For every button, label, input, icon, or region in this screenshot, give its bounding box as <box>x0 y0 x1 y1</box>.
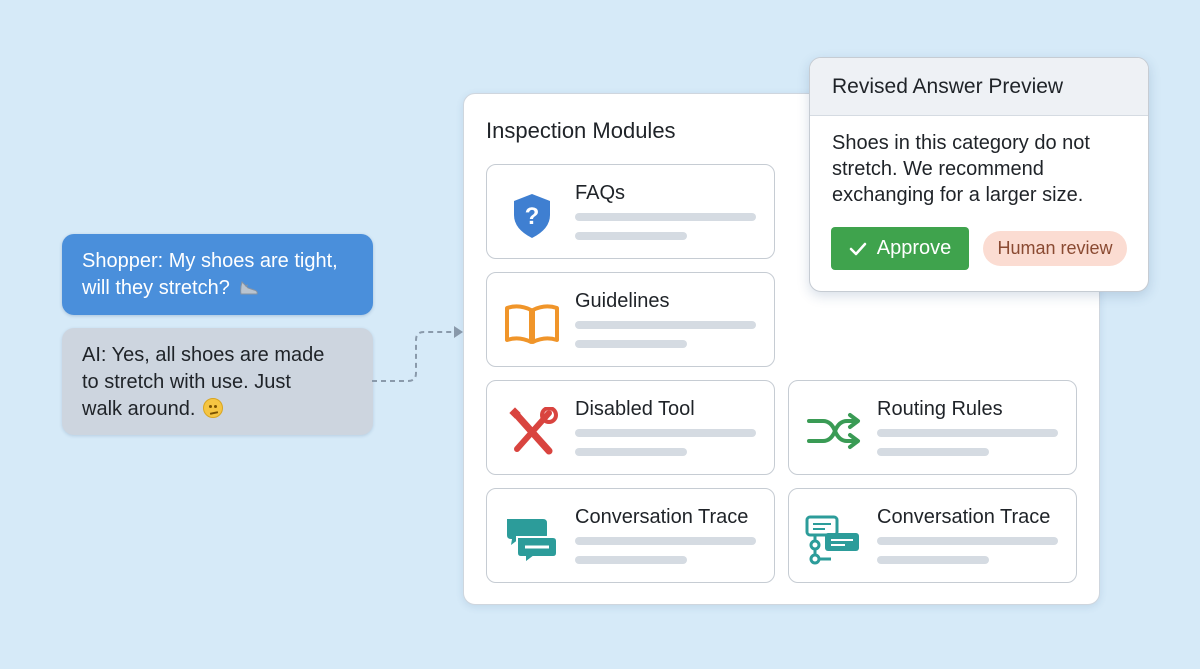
module-title: FAQs <box>575 182 626 204</box>
preview-body-line3: exchanging for a larger size. <box>832 184 1084 206</box>
placeholder-line <box>575 556 687 564</box>
ai-message-line1: AI: Yes, all shoes are made <box>82 342 353 369</box>
placeholder-line <box>877 448 989 456</box>
shoe-icon <box>240 281 259 295</box>
ai-message-bubble: AI: Yes, all shoes are made to stretch w… <box>62 328 373 435</box>
shopper-message-text: My shoes are tight, <box>168 250 338 272</box>
placeholder-line <box>575 340 687 348</box>
shopper-message-line2: will they stretch? <box>82 275 353 302</box>
shopper-message-bubble: Shopper: My shoes are tight, will they s… <box>62 234 373 315</box>
revised-answer-preview-card: Revised Answer Preview Shoes in this cat… <box>809 57 1149 292</box>
module-title: Guidelines <box>575 290 670 312</box>
dashed-connector-arrow <box>372 326 463 382</box>
placeholder-line <box>575 321 756 329</box>
trace-flow-icon <box>805 515 859 565</box>
module-conversation-trace[interactable]: Conversation Trace <box>486 488 775 583</box>
module-title: Conversation Trace <box>877 506 1051 528</box>
module-title: Routing Rules <box>877 398 1003 420</box>
module-disabled-tool[interactable]: Disabled Tool <box>486 380 775 475</box>
module-guidelines[interactable]: Guidelines <box>486 272 775 367</box>
shopper-speaker-label: Shopper: <box>82 250 164 272</box>
human-review-label: Human review <box>997 238 1113 258</box>
placeholder-line <box>575 537 756 545</box>
placeholder-line <box>575 429 756 437</box>
placeholder-line <box>575 448 687 456</box>
shopper-message-line1: Shopper: My shoes are tight, <box>82 248 353 275</box>
placeholder-line <box>877 556 989 564</box>
placeholder-line <box>877 537 1058 545</box>
approve-button-label: Approve <box>876 237 952 259</box>
placeholder-line <box>877 429 1058 437</box>
placeholder-line <box>575 232 687 240</box>
module-title: Conversation Trace <box>575 506 749 528</box>
shopper-message-text-2: will they stretch? <box>82 277 230 299</box>
module-routing-rules[interactable]: Routing Rules <box>788 380 1077 475</box>
wrench-screwdriver-icon <box>509 407 558 455</box>
svg-text:?: ? <box>525 203 540 230</box>
module-faqs[interactable]: ? FAQs <box>486 164 775 259</box>
preview-body: Shoes in this category do not stretch. W… <box>832 130 1132 208</box>
shuffle-arrows-icon <box>807 413 860 449</box>
panel-title: Inspection Modules <box>486 118 676 143</box>
ai-message-line3: walk around. <box>82 396 353 423</box>
preview-body-line2: stretch. We recommend <box>832 158 1044 180</box>
placeholder-line <box>575 213 756 221</box>
ai-message-text: Yes, all shoes are made <box>111 344 325 366</box>
ai-message-line2: to stretch with use. Just <box>82 371 291 393</box>
approve-button[interactable]: Approve <box>831 227 969 270</box>
module-conversation-trace-flow[interactable]: Conversation Trace <box>788 488 1077 583</box>
chat-bubbles-icon <box>507 519 558 565</box>
preview-body-line1: Shoes in this category do not <box>832 132 1090 154</box>
module-title: Disabled Tool <box>575 398 695 420</box>
shield-question-icon: ? <box>514 194 550 238</box>
preview-title: Revised Answer Preview <box>810 58 1148 116</box>
confused-face-icon <box>202 398 223 418</box>
ai-speaker-label: AI: <box>82 344 107 366</box>
ai-message-text-3: walk around. <box>82 398 196 420</box>
open-book-icon <box>505 304 559 344</box>
human-review-button[interactable]: Human review <box>983 231 1127 266</box>
checkmark-icon <box>849 242 866 255</box>
